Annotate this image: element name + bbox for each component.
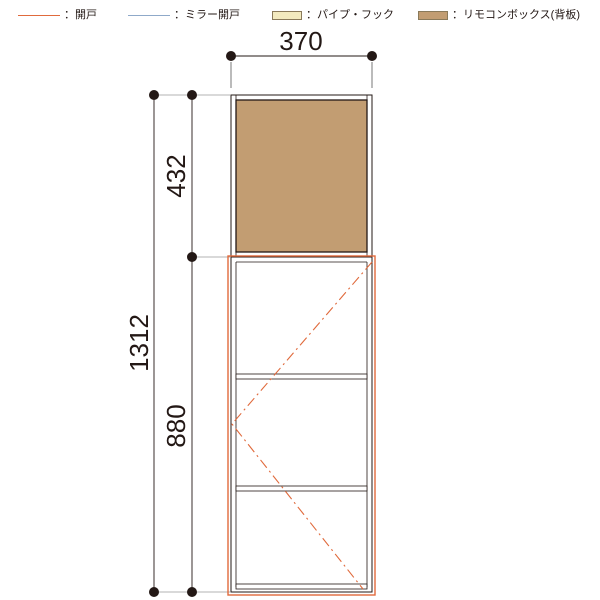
door-swing-line xyxy=(231,261,373,590)
shelf xyxy=(235,373,368,380)
upper-cabinet xyxy=(230,94,373,258)
width-dimension: 370 xyxy=(226,26,377,88)
legend-door: ：開戸 xyxy=(18,6,97,24)
upper-dim-dot-top xyxy=(187,90,197,100)
width-dim-dot-right xyxy=(367,51,377,61)
lower-dim-dot-bottom xyxy=(187,587,197,597)
total-dim-dot-top xyxy=(149,90,159,100)
section-height-dimensions: 432 880 xyxy=(161,90,197,597)
width-dim-dot-left xyxy=(226,51,236,61)
bottom-board xyxy=(235,583,368,590)
upper-height-label: 432 xyxy=(161,154,191,197)
legend-mirror-door-label: ：ミラー開戸 xyxy=(174,9,240,21)
total-height-label: 1312 xyxy=(124,314,154,372)
door-line-swatch xyxy=(18,14,60,16)
width-dimension-label: 370 xyxy=(279,26,322,56)
shelf xyxy=(235,485,368,492)
lower-cabinet xyxy=(230,256,373,593)
pipe-hook-swatch xyxy=(272,10,302,20)
total-height-dimension: 1312 xyxy=(124,90,159,597)
legend: ：開戸 ：ミラー開戸 ：パイプ・フック ：リモコンボックス(背板) xyxy=(0,6,600,26)
legend-remote-box: ：リモコンボックス(背板) xyxy=(418,6,580,24)
legend-pipe-hook-label: ：パイプ・フック xyxy=(306,9,394,21)
total-dim-dot-bottom xyxy=(149,587,159,597)
legend-pipe-hook: ：パイプ・フック xyxy=(272,6,394,24)
upper-dim-dot-bottom xyxy=(187,252,197,262)
legend-door-label: ：開戸 xyxy=(64,9,97,21)
legend-remote-box-label: ：リモコンボックス(背板) xyxy=(452,9,580,21)
remote-box-back-panel xyxy=(235,99,368,253)
mirror-door-line-swatch xyxy=(128,14,170,16)
lower-height-label: 880 xyxy=(161,404,191,447)
legend-mirror-door: ：ミラー開戸 xyxy=(128,6,240,24)
remote-box-swatch xyxy=(418,10,448,20)
door-outline xyxy=(227,255,376,596)
